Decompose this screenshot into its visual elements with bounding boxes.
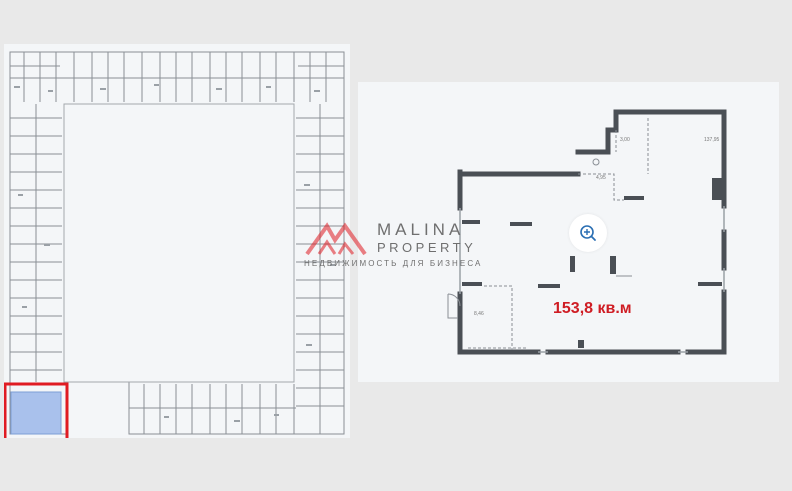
malina-logo-icon: [305, 222, 367, 256]
dimension-label: 3,00: [620, 137, 630, 143]
unit-floorplan: [447, 109, 727, 355]
dimension-label: 137,95: [704, 137, 720, 143]
zoom-in-icon: [580, 225, 596, 241]
watermark-brand-line1: MALINA: [377, 220, 465, 239]
watermark-brand-line2: PROPERTY: [377, 240, 477, 255]
building-overview-plan: [4, 51, 345, 438]
zoom-button[interactable]: [569, 214, 607, 252]
unit-area-label: 153,8 кв.м: [553, 300, 632, 317]
selected-unit-fill[interactable]: [10, 391, 62, 435]
selected-unit-highlight: [4, 382, 69, 438]
watermark-tagline: НЕДВИЖИМОСТЬ ДЛЯ БИЗНЕСА: [304, 259, 483, 268]
dimension-label: 4,95: [596, 175, 606, 181]
building-overview-panel: [4, 44, 350, 438]
unit-floorplan-panel: [358, 82, 779, 382]
dimension-label: 8,46: [474, 311, 484, 317]
